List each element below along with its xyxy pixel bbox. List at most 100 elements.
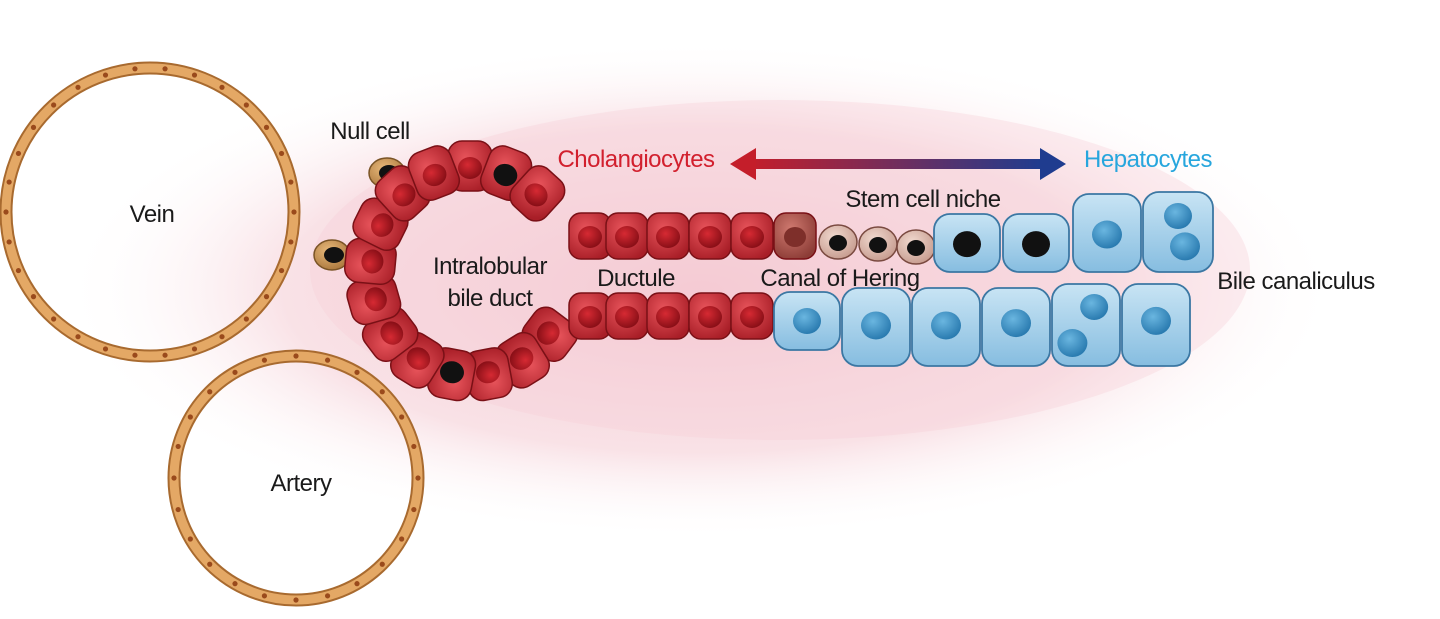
ductule-cell-nucleus xyxy=(656,226,680,248)
cholangiocyte-nucleus xyxy=(476,361,500,384)
ductule-cell-nucleus xyxy=(615,226,639,248)
artery-wall xyxy=(167,349,425,607)
hepatocyte xyxy=(773,291,841,351)
ductule-cell-nucleus xyxy=(740,226,764,248)
ductule-cell xyxy=(646,212,690,260)
cholangiocyte-nucleus xyxy=(458,157,482,179)
stem-cell xyxy=(818,224,858,260)
cholangiocyte-nucleus xyxy=(364,287,387,312)
hepatocyte-nucleus xyxy=(1092,220,1122,249)
vessel-nucleus xyxy=(324,593,331,599)
bile-canaliculus-label: Bile canaliculus xyxy=(1217,268,1375,295)
ductule-cell xyxy=(773,212,817,260)
ductule-cell xyxy=(730,292,774,340)
vessel-nucleus xyxy=(263,124,270,130)
vessel-nucleus xyxy=(30,294,37,300)
differentiation-arrow xyxy=(730,148,1066,180)
vessel-nucleus xyxy=(6,239,12,245)
stem-cell-niche-label: Stem cell niche xyxy=(845,186,1000,213)
vessel-nucleus xyxy=(232,581,238,587)
vessel-nucleus xyxy=(75,84,81,90)
vessel-nucleus xyxy=(207,561,213,567)
cholangiocyte-nucleus xyxy=(380,321,404,345)
hepatocyte-nucleus xyxy=(1170,232,1200,261)
vessel-nucleus xyxy=(187,414,193,420)
intralobular-label-line1: Intralobular xyxy=(433,253,548,280)
vessel-nucleus xyxy=(191,72,198,78)
vessel-nucleus xyxy=(354,581,360,587)
vessel-nucleus xyxy=(399,414,405,420)
vessel-nucleus xyxy=(379,389,385,395)
stem-cell-nucleus xyxy=(869,237,887,253)
vessel-nucleus xyxy=(243,316,249,322)
vessel-nucleus xyxy=(232,369,238,375)
ductule-cell xyxy=(605,212,649,260)
vessel-nucleus xyxy=(263,294,270,300)
vessel-nucleus xyxy=(51,316,57,322)
ductule-cell xyxy=(605,292,649,340)
hepatocyte xyxy=(933,213,1001,273)
vessel-nucleus xyxy=(261,593,268,599)
hepatocyte-nucleus xyxy=(1164,203,1192,229)
vessel-nucleus xyxy=(288,239,294,245)
cholangiocyte-nucleus xyxy=(422,163,447,187)
vessel-nucleus xyxy=(207,389,213,395)
vessel-nucleus xyxy=(293,353,299,359)
vessel-nucleus xyxy=(162,66,168,72)
ductule-cell-nucleus xyxy=(578,226,602,248)
artery-label: Artery xyxy=(270,470,332,497)
vessel-nucleus xyxy=(291,209,297,215)
vessel-nucleus xyxy=(278,267,285,274)
cholangiocyte-nucleus xyxy=(493,163,518,187)
hepatocyte xyxy=(1121,283,1191,367)
hepatocyte-nucleus xyxy=(1001,309,1031,338)
cholangiocyte-nucleus xyxy=(509,347,534,370)
vessel-nucleus xyxy=(3,209,9,215)
cholangiocyte-nucleus xyxy=(536,321,560,345)
hepatocyte-nucleus xyxy=(793,308,821,334)
vessel-nucleus xyxy=(132,66,138,72)
cholangiocyte xyxy=(509,165,566,222)
ductule-cell-nucleus xyxy=(698,226,722,248)
vessel-nucleus xyxy=(411,443,417,450)
hepatocyte xyxy=(981,287,1051,367)
hepatocyte xyxy=(1072,193,1142,273)
stem-cell-nucleus xyxy=(829,235,847,251)
vessel-nucleus xyxy=(379,561,385,567)
hepatocytes-label: Hepatocytes xyxy=(1084,146,1212,173)
cholangiocyte-nucleus xyxy=(361,249,384,274)
ductule-cell-nucleus xyxy=(615,306,639,328)
vessel-nucleus xyxy=(30,124,37,130)
vessel-nucleus xyxy=(6,179,12,185)
vessel-nucleus xyxy=(278,150,285,157)
vessel-nucleus xyxy=(15,150,22,157)
vessel-nucleus xyxy=(51,102,57,108)
ductule-cell xyxy=(688,212,732,260)
cholangiocyte-nucleus xyxy=(392,183,416,207)
null-cell-label: Null cell xyxy=(330,118,410,145)
vessel-nucleus xyxy=(102,72,109,78)
vessel-nucleus xyxy=(171,475,177,481)
vessel-nucleus xyxy=(187,536,193,542)
ductule-cell xyxy=(568,212,612,260)
vessel-nucleus xyxy=(354,369,360,375)
cholangiocyte xyxy=(346,274,402,326)
cholangiocyte-nucleus xyxy=(406,347,431,370)
vessel-nucleus xyxy=(399,536,405,542)
hepatocyte-plate xyxy=(773,191,1214,367)
vein-label: Vein xyxy=(130,201,175,228)
vessel-nucleus xyxy=(102,346,109,352)
hepatocyte xyxy=(1051,283,1121,367)
ductule xyxy=(568,212,936,340)
null-cell xyxy=(313,239,351,271)
vessel-nucleus xyxy=(288,179,294,185)
vessel-nucleus xyxy=(162,352,168,358)
vessel-nucleus xyxy=(219,334,225,340)
intralobular-bile-duct xyxy=(343,140,579,402)
hepatocyte xyxy=(911,287,981,367)
cholangiocyte-nucleus xyxy=(371,213,394,237)
vessel-nucleus xyxy=(243,102,249,108)
cholangiocyte-nucleus xyxy=(524,183,548,207)
hepatocyte-nucleus xyxy=(1080,293,1109,320)
